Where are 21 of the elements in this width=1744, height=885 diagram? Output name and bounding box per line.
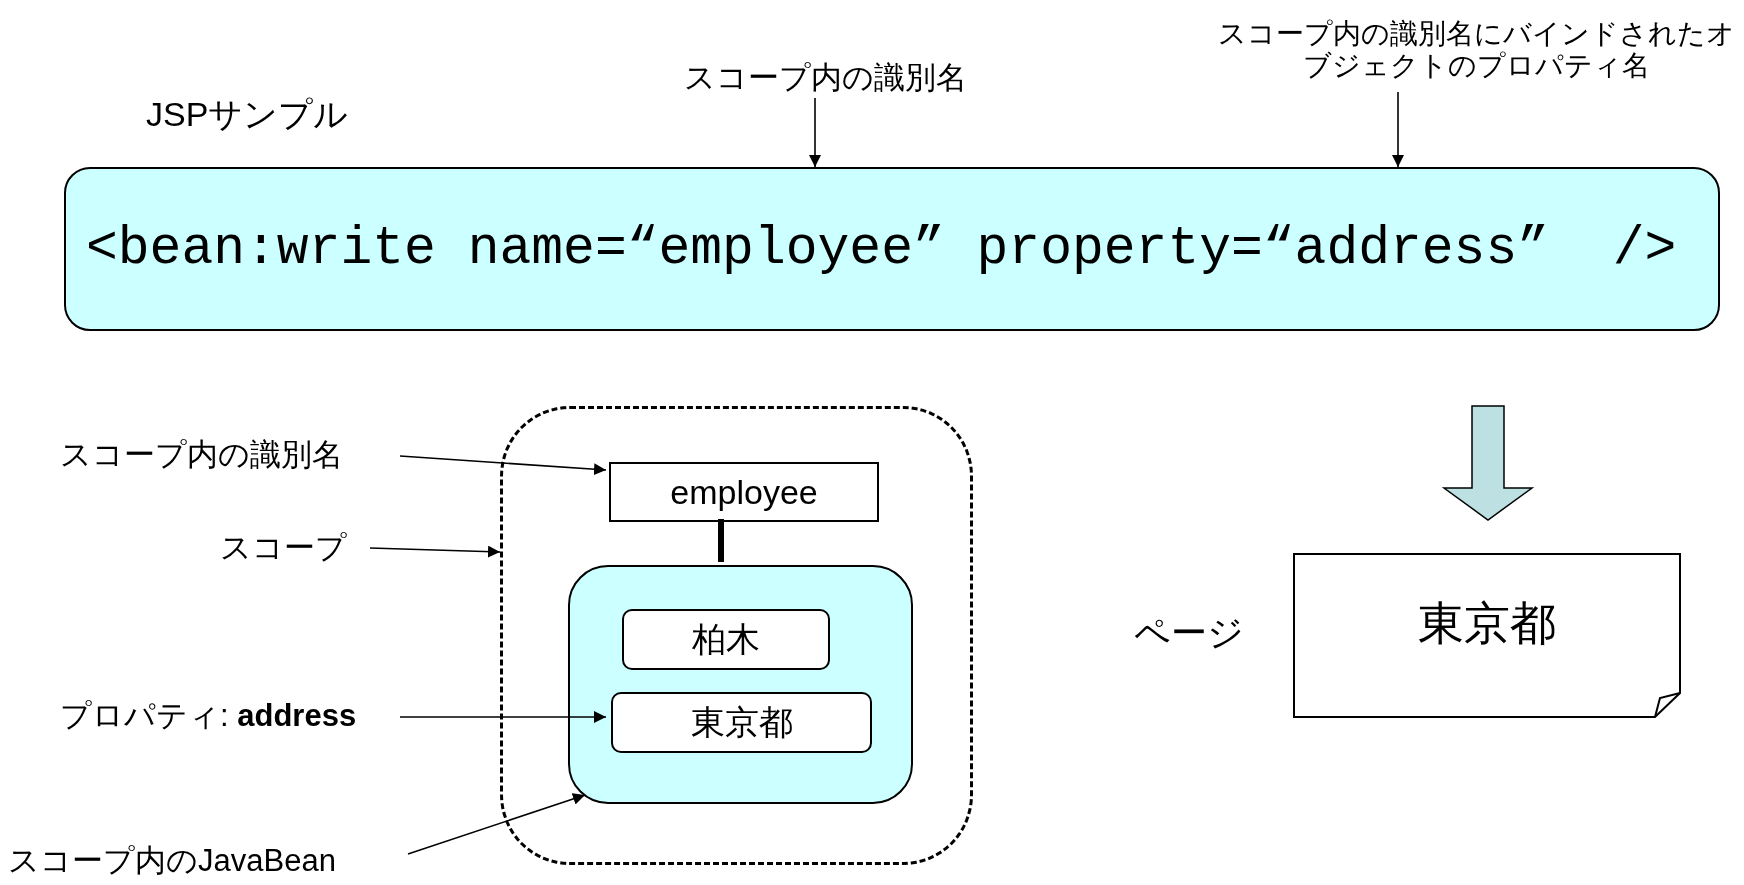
- annotation-text: プロパティ: address: [60, 698, 357, 734]
- leader-arrow: [809, 97, 821, 168]
- property-box: 柏木: [622, 609, 830, 670]
- leader-arrow: [399, 455, 607, 476]
- leader-arrow: [1392, 91, 1404, 168]
- leader-arrow: [407, 793, 586, 855]
- identifier-box: employee: [609, 462, 879, 522]
- code-text: <bean:write name=“employee” property=“address” />: [86, 219, 1677, 279]
- heading: JSPサンプル: [146, 95, 349, 135]
- bean-box: [568, 565, 913, 804]
- annotation-text: スコープ内のJavaBean: [8, 843, 336, 879]
- property-box: 東京都: [611, 692, 872, 753]
- annotation-text: スコープ内の識別名にバインドされたオブジェクトのプロパティ名: [1216, 17, 1736, 83]
- page-caption: ページ: [1134, 611, 1244, 655]
- scope-boundary: [500, 406, 973, 865]
- annotation-text: スコープ: [220, 530, 347, 566]
- annotation-text: スコープ内の識別名: [60, 437, 343, 473]
- leader-arrow: [399, 711, 607, 723]
- annotation-text: スコープ内の識別名: [683, 60, 967, 96]
- block-arrow: [1441, 405, 1535, 521]
- node-text: 東京都: [1417, 596, 1557, 651]
